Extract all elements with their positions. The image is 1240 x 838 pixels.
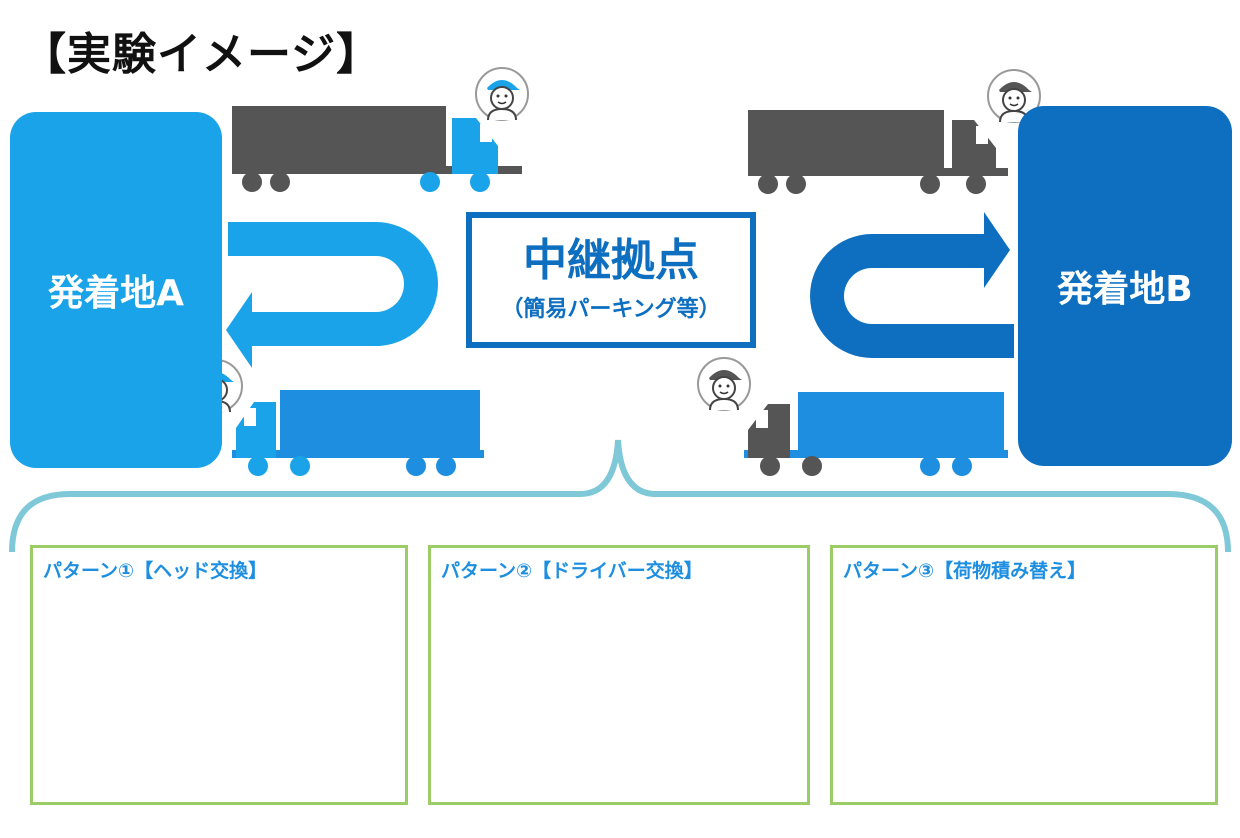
site-a-label: 発着地A — [48, 273, 184, 314]
u-turn-arrow-left — [226, 222, 438, 368]
relay-point-subtitle: （簡易パーキング等） — [501, 297, 721, 323]
truck-icon — [232, 106, 522, 192]
pattern-panel-3: パターン③【荷物積み替え】 — [830, 545, 1218, 805]
site-a-box: 発着地A — [10, 112, 222, 468]
site-b-label: 発着地B — [1057, 269, 1193, 310]
pattern-label: パターン②【ドライバー交換】 — [441, 560, 703, 582]
site-b-box: 発着地B — [1018, 106, 1232, 466]
truck-icon — [232, 390, 484, 476]
relay-point-box: 中継拠点 （簡易パーキング等） — [466, 212, 756, 348]
pattern-panel-1: パターン①【ヘッド交換】 — [30, 545, 408, 805]
truck-icon — [748, 110, 1008, 194]
pattern-panel-2: パターン②【ドライバー交換】 — [428, 545, 810, 805]
page-title: 【実験イメージ】 — [22, 29, 382, 80]
relay-point-title: 中継拠点 — [523, 234, 699, 286]
pattern-label: パターン③【荷物積み替え】 — [843, 560, 1087, 582]
truck-icon — [744, 392, 1008, 476]
brace-bracket — [9, 439, 1231, 553]
u-turn-arrow-right — [810, 212, 1014, 358]
pattern-label: パターン①【ヘッド交換】 — [43, 560, 268, 582]
driver-icon — [697, 357, 751, 411]
driver-icon — [475, 67, 529, 121]
